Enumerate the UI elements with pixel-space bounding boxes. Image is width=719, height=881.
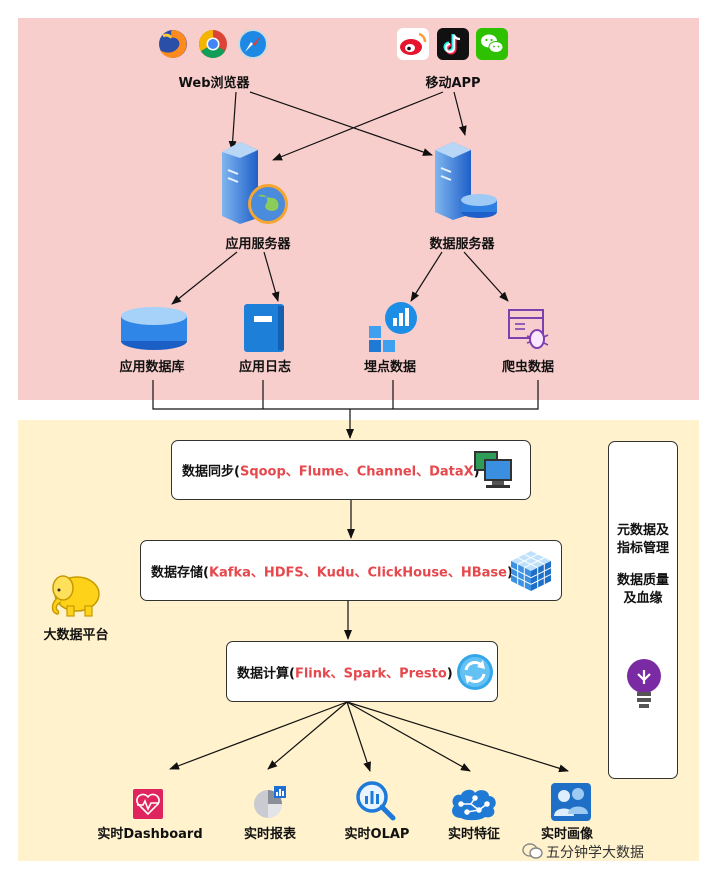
compute-tools: Flink、Spark、Presto — [294, 666, 447, 681]
realtime-olap-label: 实时OLAP — [344, 827, 410, 842]
log-book-icon — [244, 304, 284, 352]
big-data-platform-label: 大数据平台 — [43, 628, 109, 643]
server-icon — [222, 142, 288, 224]
storage-tools: Kafka、HDFS、Kudu、ClickHouse、HBase — [208, 565, 507, 580]
governance-box: 元数据及 指标管理 数据质量 及血缘 — [608, 441, 678, 779]
data-server-label: 数据服务器 — [429, 237, 495, 252]
wechat-watermark-icon — [522, 843, 543, 859]
heartbeat-icon — [133, 789, 163, 819]
firefox-icon — [159, 30, 187, 58]
quality-line-1: 数据质量 — [616, 573, 669, 588]
crawler-icon — [508, 309, 549, 349]
weibo-icon — [397, 28, 429, 60]
tiktok-icon — [437, 28, 469, 60]
cube-icon — [510, 551, 552, 591]
database-icon — [121, 307, 187, 350]
realtime-feature-label: 实时特征 — [447, 827, 501, 842]
app-server-label: 应用服务器 — [225, 237, 291, 252]
data-sync-box: 数据同步(Sqoop、Flume、Channel、DataX) — [171, 440, 531, 500]
realtime-report-label: 实时报表 — [243, 827, 297, 842]
app-db-label: 应用数据库 — [119, 360, 185, 375]
hadoop-elephant-icon — [51, 575, 100, 617]
people-icon — [551, 783, 591, 821]
quality-line-2: 及血缘 — [623, 591, 663, 606]
crawler-data-label: 爬虫数据 — [501, 360, 555, 375]
computers-icon — [474, 451, 512, 488]
sync-tools: Sqoop、Flume、Channel、DataX — [239, 464, 474, 480]
lightbulb-icon — [627, 659, 661, 708]
chrome-icon — [199, 30, 227, 58]
database-server-icon — [435, 142, 497, 220]
storage-label: 数据存储( — [151, 565, 209, 580]
safari-icon — [238, 29, 268, 59]
wechat-icon — [476, 28, 508, 60]
storage-end: ) — [507, 565, 513, 580]
sync-label: 数据同步( — [182, 464, 240, 480]
web-browser-label: Web浏览器 — [178, 76, 250, 91]
compute-label: 数据计算( — [237, 666, 295, 681]
app-log-label: 应用日志 — [238, 360, 292, 375]
compute-end: ) — [446, 666, 453, 681]
data-storage-box: 数据存储(Kafka、HDFS、Kudu、ClickHouse、HBase) — [140, 540, 562, 601]
metadata-line-2: 指标管理 — [616, 541, 669, 556]
magnifier-chart-icon — [356, 781, 396, 821]
tracking-data-label: 埋点数据 — [363, 360, 417, 375]
brain-icon — [452, 789, 496, 821]
realtime-dashboard-label: 实时Dashboard — [97, 827, 203, 842]
metadata-line-1: 元数据及 — [616, 523, 669, 538]
realtime-portrait-label: 实时画像 — [540, 827, 594, 842]
refresh-icon — [457, 654, 493, 690]
sync-end: ) — [473, 464, 480, 480]
mobile-app-label: 移动APP — [425, 76, 481, 91]
chart-icon — [369, 302, 417, 352]
data-compute-box: 数据计算(Flink、Spark、Presto) — [226, 641, 498, 702]
pie-chart-icon — [254, 786, 286, 818]
watermark-text: 五分钟学大数据 — [546, 845, 644, 861]
